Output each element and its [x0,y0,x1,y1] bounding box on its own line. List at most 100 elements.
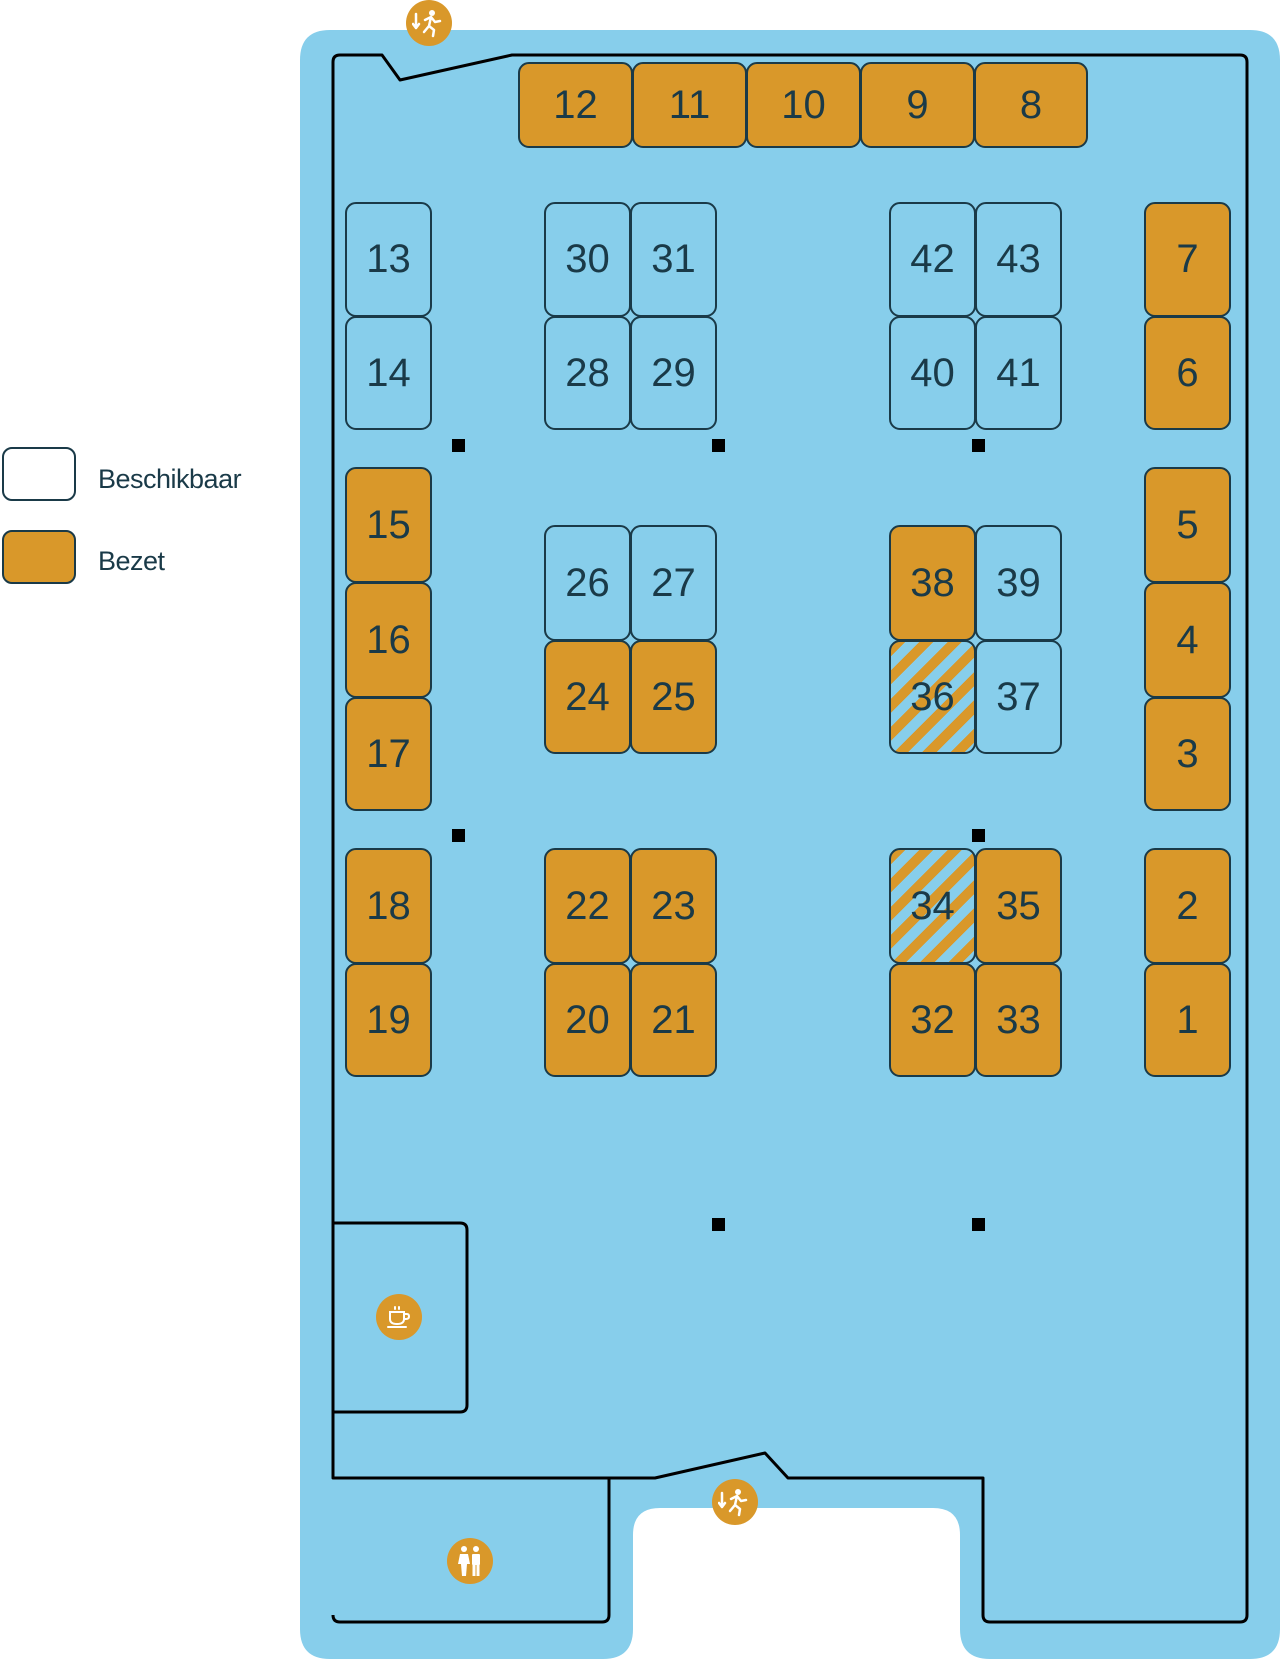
restroom-wall [331,1476,611,1624]
seat-number: 5 [1176,502,1199,547]
seat-number: 24 [565,674,610,719]
seat-number: 29 [651,350,696,395]
seat-number: 7 [1176,237,1199,281]
seat-13[interactable]: 13 [345,202,432,317]
seat-number: 37 [996,674,1041,719]
seat-number: 14 [366,350,411,395]
legend-available-swatch [2,447,76,501]
seat-22[interactable]: 22 [544,848,631,964]
pillar [972,439,985,452]
seat-12[interactable]: 12 [518,62,633,148]
seat-number: 41 [996,350,1041,395]
seat-6[interactable]: 6 [1144,316,1231,430]
seat-41[interactable]: 41 [975,316,1062,430]
seat-number: 19 [366,997,411,1042]
seat-33[interactable]: 33 [975,963,1062,1077]
seat-number: 42 [910,237,955,281]
seat-number: 4 [1176,617,1199,662]
pillar [452,439,465,452]
seat-36[interactable]: 36 [889,640,976,754]
seat-24[interactable]: 24 [544,640,631,754]
pillar [712,439,725,452]
pillar [452,829,465,842]
seat-18[interactable]: 18 [345,848,432,964]
seat-number: 2 [1176,883,1199,928]
pillar [712,1218,725,1231]
seat-number: 12 [553,82,598,127]
seat-number: 43 [996,237,1041,281]
seat-number: 38 [910,560,955,605]
seat-number: 27 [651,560,696,605]
seat-7[interactable]: 7 [1144,202,1231,317]
seat-26[interactable]: 26 [544,525,631,641]
seat-10[interactable]: 10 [746,62,861,148]
seat-1[interactable]: 1 [1144,963,1231,1077]
seat-15[interactable]: 15 [345,467,432,583]
seat-number: 31 [651,237,696,281]
seat-39[interactable]: 39 [975,525,1062,641]
legend-occupied-swatch [2,530,76,584]
seat-number: 15 [366,502,411,547]
pillar [972,829,985,842]
seat-number: 26 [565,560,610,605]
seat-number: 3 [1176,731,1199,776]
seat-32[interactable]: 32 [889,963,976,1077]
emergency-exit-icon [712,1479,758,1525]
legend-occupied-label: Bezet [98,546,165,576]
seat-number: 23 [651,883,696,928]
seat-16[interactable]: 16 [345,582,432,698]
seat-number: 39 [996,560,1041,605]
seat-29[interactable]: 29 [630,316,717,430]
seat-25[interactable]: 25 [630,640,717,754]
legend-available-label: Beschikbaar [98,464,242,494]
seat-number: 34 [910,883,955,928]
seat-38[interactable]: 38 [889,525,976,641]
restroom-icon [447,1538,493,1584]
seat-35[interactable]: 35 [975,848,1062,964]
seat-40[interactable]: 40 [889,316,976,430]
seat-number: 8 [1019,82,1043,127]
seat-27[interactable]: 27 [630,525,717,641]
seat-number: 16 [366,617,411,662]
seat-5[interactable]: 5 [1144,467,1231,583]
seat-number: 13 [366,237,411,281]
seat-number: 6 [1176,350,1199,395]
seat-37[interactable]: 37 [975,640,1062,754]
seat-31[interactable]: 31 [630,202,717,317]
seat-19[interactable]: 19 [345,963,432,1077]
seat-14[interactable]: 14 [345,316,432,430]
seat-number: 35 [996,883,1041,928]
floor-area [300,30,1280,1659]
seat-21[interactable]: 21 [630,963,717,1077]
seat-number: 25 [651,674,696,719]
seat-2[interactable]: 2 [1144,848,1231,964]
seat-3[interactable]: 3 [1144,697,1231,811]
coffee-room-wall [333,1221,469,1414]
seat-number: 28 [565,350,610,395]
coffee-cup-icon [376,1294,422,1340]
seat-9[interactable]: 9 [860,62,975,148]
seat-number: 36 [910,674,955,719]
seat-4[interactable]: 4 [1144,582,1231,698]
seat-number: 20 [565,997,610,1042]
seat-8[interactable]: 8 [974,62,1088,148]
seat-23[interactable]: 23 [630,848,717,964]
seat-number: 32 [910,997,955,1042]
seat-42[interactable]: 42 [889,202,976,317]
seat-number: 9 [906,82,929,127]
seat-number: 30 [565,237,610,281]
seat-number: 18 [366,883,411,928]
seat-17[interactable]: 17 [345,697,432,811]
seat-number: 22 [565,883,610,928]
seat-number: 21 [651,997,696,1042]
seat-20[interactable]: 20 [544,963,631,1077]
seat-number: 33 [996,997,1041,1042]
seat-28[interactable]: 28 [544,316,631,430]
seat-11[interactable]: 11 [632,62,747,148]
seat-number: 1 [1176,997,1199,1042]
seat-43[interactable]: 43 [975,202,1062,317]
seat-30[interactable]: 30 [544,202,631,317]
seat-number: 17 [366,731,411,776]
seat-34[interactable]: 34 [889,848,976,964]
